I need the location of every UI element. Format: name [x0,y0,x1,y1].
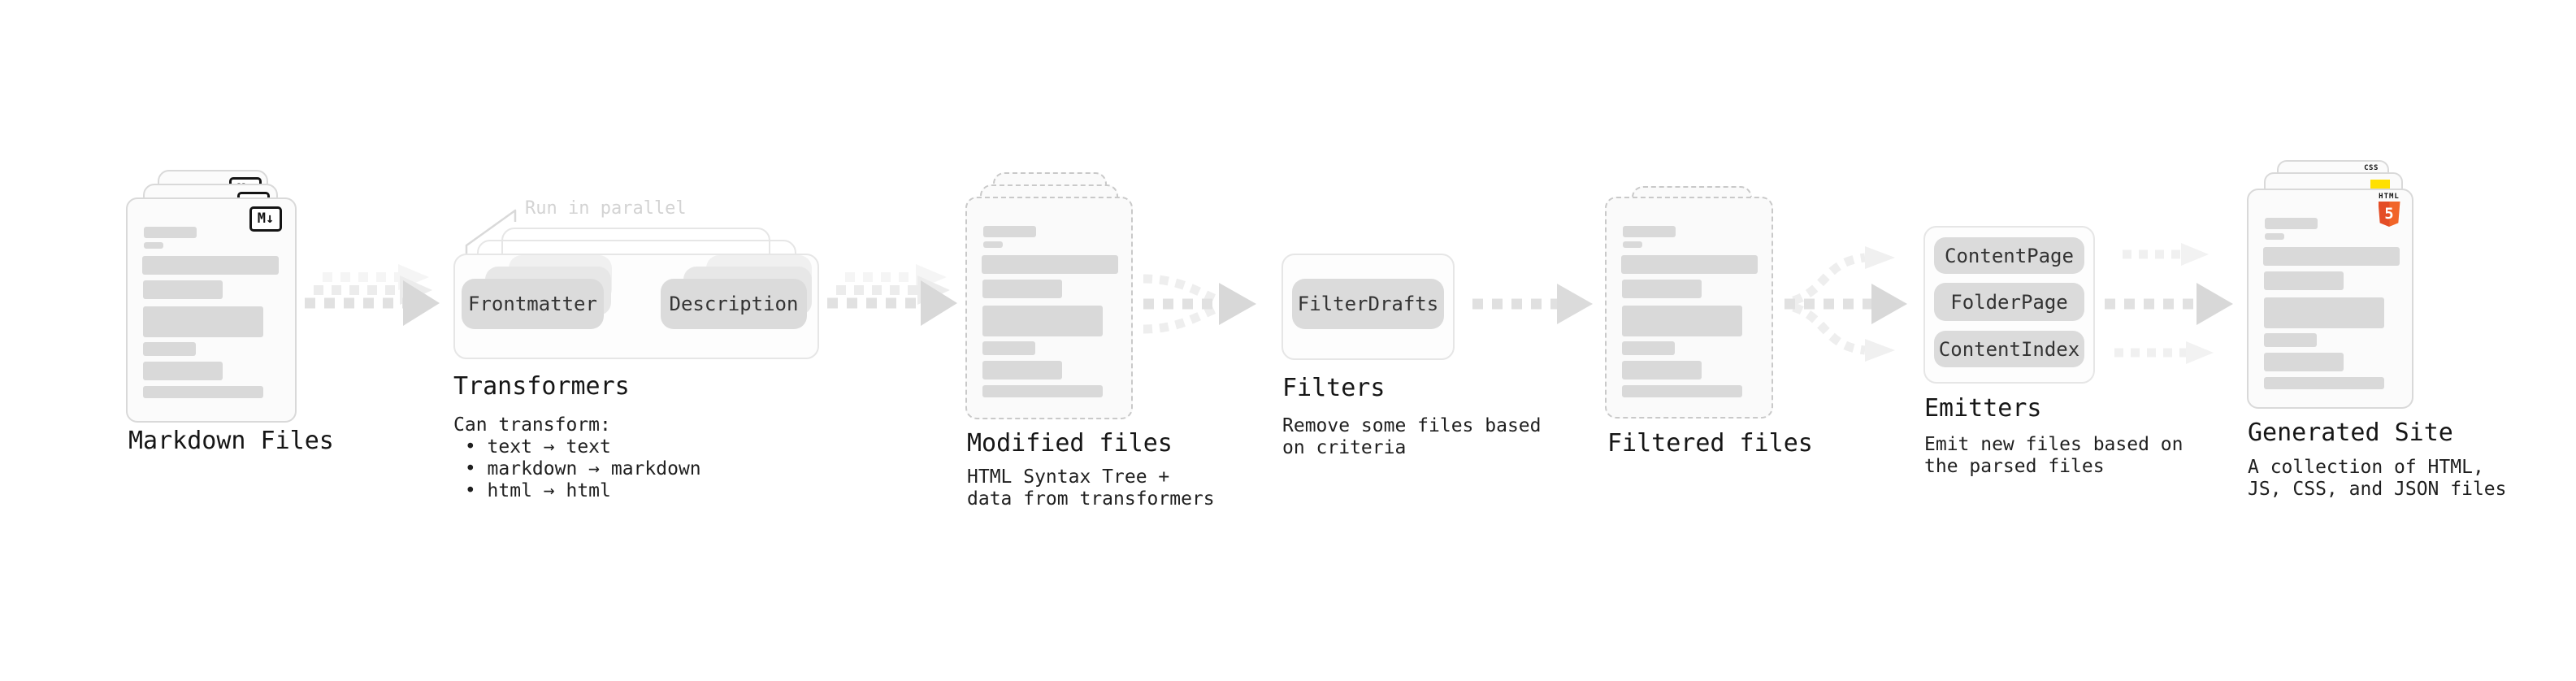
generated-site-description: A collection of HTML, JS, CSS, and JSON … [2248,457,2507,500]
doc-text-line [982,255,1118,274]
emitters-title: Emitters [1924,394,2042,423]
doc-text-line [982,341,1035,355]
doc-text-line [982,385,1103,397]
css-badge-label: CSS [2364,164,2379,172]
run-in-parallel-note: Run in parallel [525,198,687,219]
doc-text-line [2265,233,2284,240]
filtered-files-title: Filtered files [1607,429,1813,458]
doc-text-line [982,361,1062,380]
arrow-filters-to-filtered [1472,284,1593,324]
emitters-description: Emit new files based on the parsed files [1924,434,2184,477]
doc-text-line [1622,385,1742,397]
contentpage-pill: ContentPage [1934,237,2084,274]
doc-text-line [2264,271,2344,290]
doc-text-line [143,386,263,398]
transformers-description: Can transform: • text → text • markdown … [453,414,701,501]
doc-text-line [1622,306,1742,336]
markdown-icon: M↓ [249,206,282,232]
doc-text-line [1623,226,1676,237]
html5-badge-word: HTML [2379,193,2400,201]
doc-text-line [142,256,279,275]
doc-text-line [144,227,197,238]
arrow-filtered-to-emitters-diverging [1785,246,1907,362]
modified-file-card [965,197,1133,419]
doc-text-line [982,280,1062,298]
doc-text-line [983,226,1036,237]
filterdrafts-pill: FilterDrafts [1292,279,1444,329]
doc-text-line [1622,341,1675,355]
modified-files-description: HTML Syntax Tree + data from transformer… [967,466,1215,510]
html5-badge: HTML 5 [2374,193,2404,227]
doc-text-line [1623,241,1642,248]
html5-badge-shield: 5 [2378,202,2400,227]
arrow-modified-to-filters-converging [1143,274,1256,334]
frontmatter-pill: Frontmatter [462,279,604,329]
arrow-markdown-to-transformers [305,264,440,326]
arrow-transformers-to-modified [827,264,957,326]
js-badge [2370,180,2390,191]
doc-text-line [144,242,163,249]
filters-title: Filters [1282,374,1386,402]
doc-text-line [2264,297,2384,328]
folderpage-pill: FolderPage [1934,283,2084,321]
generated-file-card: HTML 5 [2247,189,2413,409]
generated-site-title: Generated Site [2248,419,2453,447]
contentindex-pill: ContentIndex [1934,331,2084,367]
doc-text-line [2263,247,2400,266]
transformers-title: Transformers [453,372,630,401]
filtered-file-card [1605,197,1773,419]
doc-text-line [143,280,223,299]
doc-text-line [982,306,1103,336]
doc-text-line [983,241,1003,248]
markdown-file-card: M↓ [126,197,297,423]
doc-text-line [143,362,223,380]
doc-text-line [2265,218,2318,229]
doc-text-line [143,342,196,356]
doc-text-line [1622,361,1702,380]
doc-text-line [2264,377,2384,389]
description-pill: Description [661,279,807,329]
filters-description: Remove some files based on criteria [1282,415,1542,458]
markdown-files-title: Markdown Files [128,427,334,455]
modified-files-title: Modified files [967,429,1173,458]
arrows-emitters-to-generated [2105,243,2233,364]
doc-text-line [1622,280,1702,298]
doc-text-line [2264,353,2344,371]
doc-text-line [2264,333,2317,347]
doc-text-line [143,306,263,337]
doc-text-line [1621,255,1758,274]
